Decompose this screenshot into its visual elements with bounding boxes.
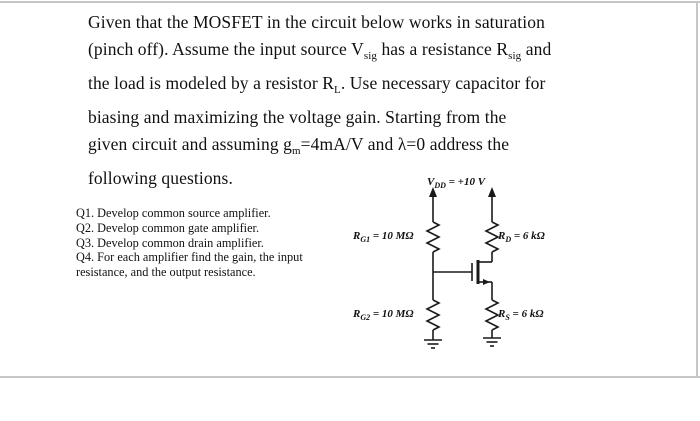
rg2-label: RG2 = 10 MΩ [352, 308, 414, 322]
bottom-rule-line [0, 376, 700, 378]
intro-paragraph: Given that the MOSFET in the circuit bel… [88, 9, 688, 192]
intro-text: =4mA/V and λ=0 address the [300, 134, 510, 154]
mosfet-symbol [433, 260, 492, 285]
resistor-rg2 [425, 299, 441, 331]
intro-subscript: sig [363, 50, 377, 62]
mosfet-source-arrow [483, 279, 490, 285]
right-border-line [696, 1, 698, 378]
resistor-rd [484, 221, 500, 253]
questions-list: Q1. Develop common source amplifier.Q2. … [76, 206, 354, 280]
supply-arrow-left [429, 187, 437, 222]
intro-text: given circuit and assuming g [88, 134, 293, 154]
supply-arrow-right [488, 187, 496, 222]
resistor-rs [484, 299, 500, 331]
vdd-label: VDD = +10 V [427, 176, 487, 190]
intro-subscript: sig [508, 50, 522, 62]
intro-text: (pinch off). Assume the input source V [88, 39, 364, 59]
intro-text: Given that the MOSFET in the circuit bel… [88, 12, 545, 32]
resistor-rg1 [425, 221, 441, 253]
ground-symbol-right [483, 337, 501, 347]
intro-text: and [521, 39, 552, 59]
question-item: Q4. For each amplifier find the gain, th… [76, 250, 303, 280]
intro-text: following questions. [88, 168, 233, 188]
rd-label: RD = 6 kΩ [497, 230, 546, 244]
intro-text: . Use necessary capacitor for [340, 73, 546, 93]
rg1-label: RG1 = 10 MΩ [352, 230, 414, 244]
intro-subscript: m [292, 145, 301, 157]
intro-subscript: L [334, 84, 341, 96]
rs-label: RS = 6 kΩ [497, 308, 544, 322]
question-item: Q2. Develop common gate amplifier. [76, 220, 260, 235]
question-item: Q1. Develop common source amplifier. [76, 206, 271, 220]
intro-text: has a resistance R [376, 39, 509, 59]
intro-text: biasing and maximizing the voltage gain.… [88, 107, 507, 127]
circuit-diagram: VDD = +10 V [352, 176, 546, 349]
intro-text: the load is modeled by a resistor R [88, 73, 335, 93]
top-border-line [0, 1, 700, 3]
question-item: Q3. Develop common drain amplifier. [76, 235, 264, 250]
ground-symbol-left [424, 339, 442, 349]
